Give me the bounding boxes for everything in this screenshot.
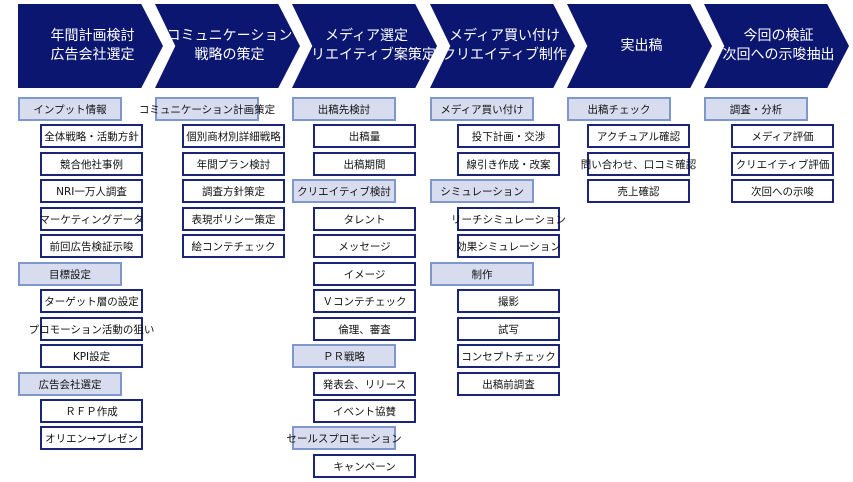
category-label: クリエイティブ検討: [292, 179, 396, 203]
task-item: 投下計画・交渉: [457, 124, 560, 148]
category-label: インプット情報: [18, 97, 122, 121]
category-label: ＰＲ戦略: [292, 344, 396, 368]
task-item: 効果シミュレーション: [456, 234, 561, 258]
phase-header-5: 実出稿: [567, 4, 712, 88]
phase-header-label: 今回の検証 次回への示唆抽出: [722, 28, 835, 63]
task-item: 年間プラン検討: [182, 152, 285, 176]
category-label: 調査・分析: [704, 97, 808, 121]
task-item: マーケティングデータ: [39, 207, 144, 231]
phase-header-label: メディア買い付け クリエイティブ制作: [442, 28, 567, 63]
task-item: メディア評価: [731, 124, 834, 148]
task-item: 全体戦略・活動方針: [40, 124, 143, 148]
phase-header-3: メディア選定 クリエイティブ案策定: [292, 4, 437, 88]
task-item: 試写: [457, 317, 560, 341]
task-item: KPI設定: [40, 344, 143, 368]
phase-header-2: コミュニケーション 戦略の策定: [155, 4, 300, 88]
task-item: 出稿量: [313, 124, 416, 148]
phase-header-4: メディア買い付け クリエイティブ制作: [430, 4, 575, 88]
category-label: シミュレーション: [430, 179, 534, 203]
task-item: 線引き作成・改案: [457, 152, 560, 176]
category-label: 出稿先検討: [292, 97, 396, 121]
task-item: 個別商材別詳細戦略: [182, 124, 285, 148]
phase-header-6: 今回の検証 次回への示唆抽出: [704, 4, 849, 88]
category-label: 広告会社選定: [18, 372, 122, 396]
phase-header-label: コミュニケーション 戦略の策定: [166, 28, 293, 63]
task-item: 絵コンテチェック: [182, 234, 285, 258]
task-item: 発表会、リリース: [313, 372, 416, 396]
task-item: 売上確認: [587, 179, 690, 203]
task-item: キャンペーン: [313, 454, 416, 478]
task-item: タレント: [313, 207, 416, 231]
task-item: 出稿期間: [313, 152, 416, 176]
category-label: 目標設定: [18, 262, 122, 286]
task-item: プロモーション活動の狙い: [29, 317, 154, 341]
phase-header-label: メディア選定 クリエイティブ案策定: [297, 28, 436, 63]
category-label: メディア買い付け: [430, 97, 534, 121]
task-item: イメージ: [313, 262, 416, 286]
task-item: 出稿前調査: [457, 372, 560, 396]
category-label: 制作: [430, 262, 534, 286]
task-item: アクチュアル確認: [587, 124, 690, 148]
task-item: 前回広告検証示唆: [40, 234, 143, 258]
task-item: 調査方針策定: [182, 179, 285, 203]
task-item: NRI一万人調査: [40, 179, 143, 203]
task-item: 撮影: [457, 289, 560, 313]
task-item: クリエイティブ評価: [731, 152, 834, 176]
task-item: Ｖコンテチェック: [313, 289, 416, 313]
task-item: ＲＦＰ作成: [40, 399, 143, 423]
category-label: 出稿チェック: [567, 97, 671, 121]
phase-header-1: 年間計画検討 広告会社選定: [18, 4, 163, 88]
task-item: オリエン→プレゼン: [40, 426, 143, 450]
task-item: 問い合わせ、口コミ確認: [581, 152, 696, 176]
task-item: コンセプトチェック: [457, 344, 560, 368]
category-label: コミュニケーション計画策定: [139, 97, 275, 121]
task-item: リーチシミュレーション: [451, 207, 566, 231]
phase-header-label: 実出稿: [620, 37, 663, 54]
phase-header-label: 年間計画検討 広告会社選定: [50, 28, 135, 63]
task-item: 次回への示唆: [731, 179, 834, 203]
task-item: ターゲット層の設定: [40, 289, 143, 313]
task-item: 表現ポリシー策定: [182, 207, 285, 231]
task-item: 倫理、審査: [313, 317, 416, 341]
task-item: メッセージ: [313, 234, 416, 258]
task-item: イベント協賛: [313, 399, 416, 423]
category-label: セールスプロモーション: [286, 426, 402, 450]
task-item: 競合他社事例: [40, 152, 143, 176]
